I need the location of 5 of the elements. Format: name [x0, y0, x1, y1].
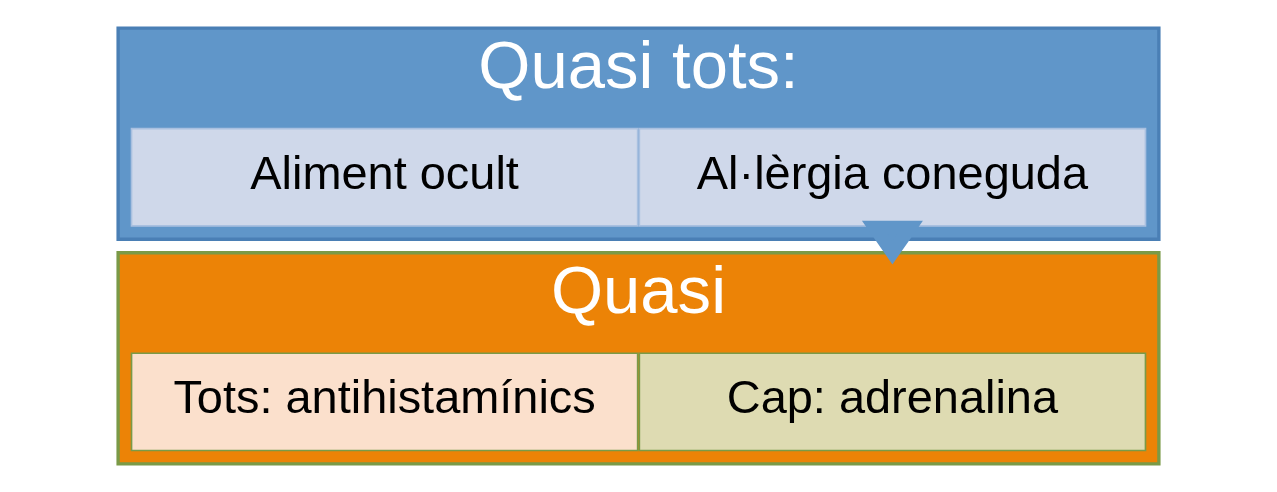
arrow [861, 220, 923, 265]
node-box: Tots: antihistamínics [130, 352, 639, 452]
node-box: Cap: adrenalina [638, 352, 1147, 452]
node-box: Aliment ocult [130, 127, 639, 227]
node-box: Al·lèrgia coneguda [638, 127, 1147, 227]
